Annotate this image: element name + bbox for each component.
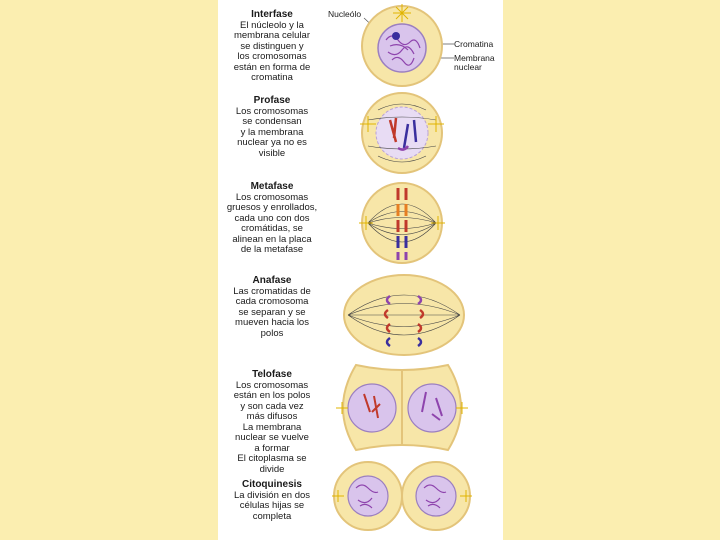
stage-title: Metafase [250, 181, 294, 192]
stage-description: Los cromosomas gruesos y enrollados, cad… [226, 191, 318, 255]
stage-profase: Profase Los cromosomas se condensan y la… [220, 95, 324, 159]
stage-description: La división en dos células hijas se comp… [233, 489, 311, 522]
label-cromatina: Cromatina [454, 39, 494, 49]
chromatin [423, 484, 447, 509]
cell-telofase [336, 363, 468, 452]
cell-profase [360, 92, 444, 174]
mitosis-illustration [332, 4, 472, 531]
nucleus [377, 23, 427, 73]
nucleus [347, 383, 397, 433]
nucleolus [392, 32, 400, 40]
centrosome-icon [332, 490, 472, 502]
label-membrana-nuclear: Membrana nuclear [454, 53, 495, 72]
centrosome-icon [393, 4, 411, 22]
stage-title: Telofase [252, 369, 292, 380]
stage-title: Anafase [252, 275, 292, 286]
chromosome [397, 145, 410, 151]
chromatin [355, 484, 379, 509]
stage-description: Las cromatidas de cada cromosoma se sepa… [233, 285, 311, 339]
cell-interfase [361, 4, 443, 87]
stage-title: Interfase [251, 9, 293, 20]
stage-telofase: Telofase Los cromosomas están en los pol… [220, 369, 324, 475]
stage-interfase: Interfase El núcleolo y la membrana celu… [220, 9, 324, 84]
cell-anafase [343, 274, 465, 356]
chromosome [388, 117, 398, 143]
stage-title: Citoquinesis [241, 479, 302, 490]
separating-chromatids [383, 294, 425, 348]
chromosome [402, 119, 418, 149]
spindle-fibers [347, 294, 461, 336]
centrosome-icon [360, 116, 444, 132]
label-nucleolo: Nucleólo [328, 9, 362, 19]
stage-description: Los cromosomas están en los polos y son … [233, 379, 311, 475]
chromatin [385, 35, 421, 66]
nucleus [375, 106, 429, 160]
nucleus [407, 383, 457, 433]
centrosome-icon [359, 216, 445, 230]
stage-citoquinesis: Citoquinesis La división en dos células … [220, 479, 324, 522]
cytoplasm [361, 182, 443, 264]
stage-metafase: Metafase Los cromosomas gruesos y enroll… [220, 181, 324, 256]
nucleus [415, 475, 457, 517]
spindle-fibers [367, 203, 437, 243]
stage-title: Profase [253, 95, 291, 106]
cell-citoquinesis [332, 461, 472, 531]
spindle-fibers [367, 103, 437, 163]
nucleus [347, 475, 389, 517]
stage-anafase: Anafase Las cromatidas de cada cromosoma… [220, 275, 324, 339]
stage-description: Los cromosomas se condensan y la membran… [235, 105, 309, 159]
chromosome [421, 391, 443, 421]
metaphase-plate [396, 188, 408, 260]
stage-description: El núcleolo y la membrana celular se dis… [233, 19, 311, 83]
diagram-panel: Interfase El núcleolo y la membrana celu… [218, 0, 503, 540]
cell-metafase [359, 182, 445, 264]
chromosome [363, 393, 381, 419]
centrosome-icon [336, 402, 468, 414]
